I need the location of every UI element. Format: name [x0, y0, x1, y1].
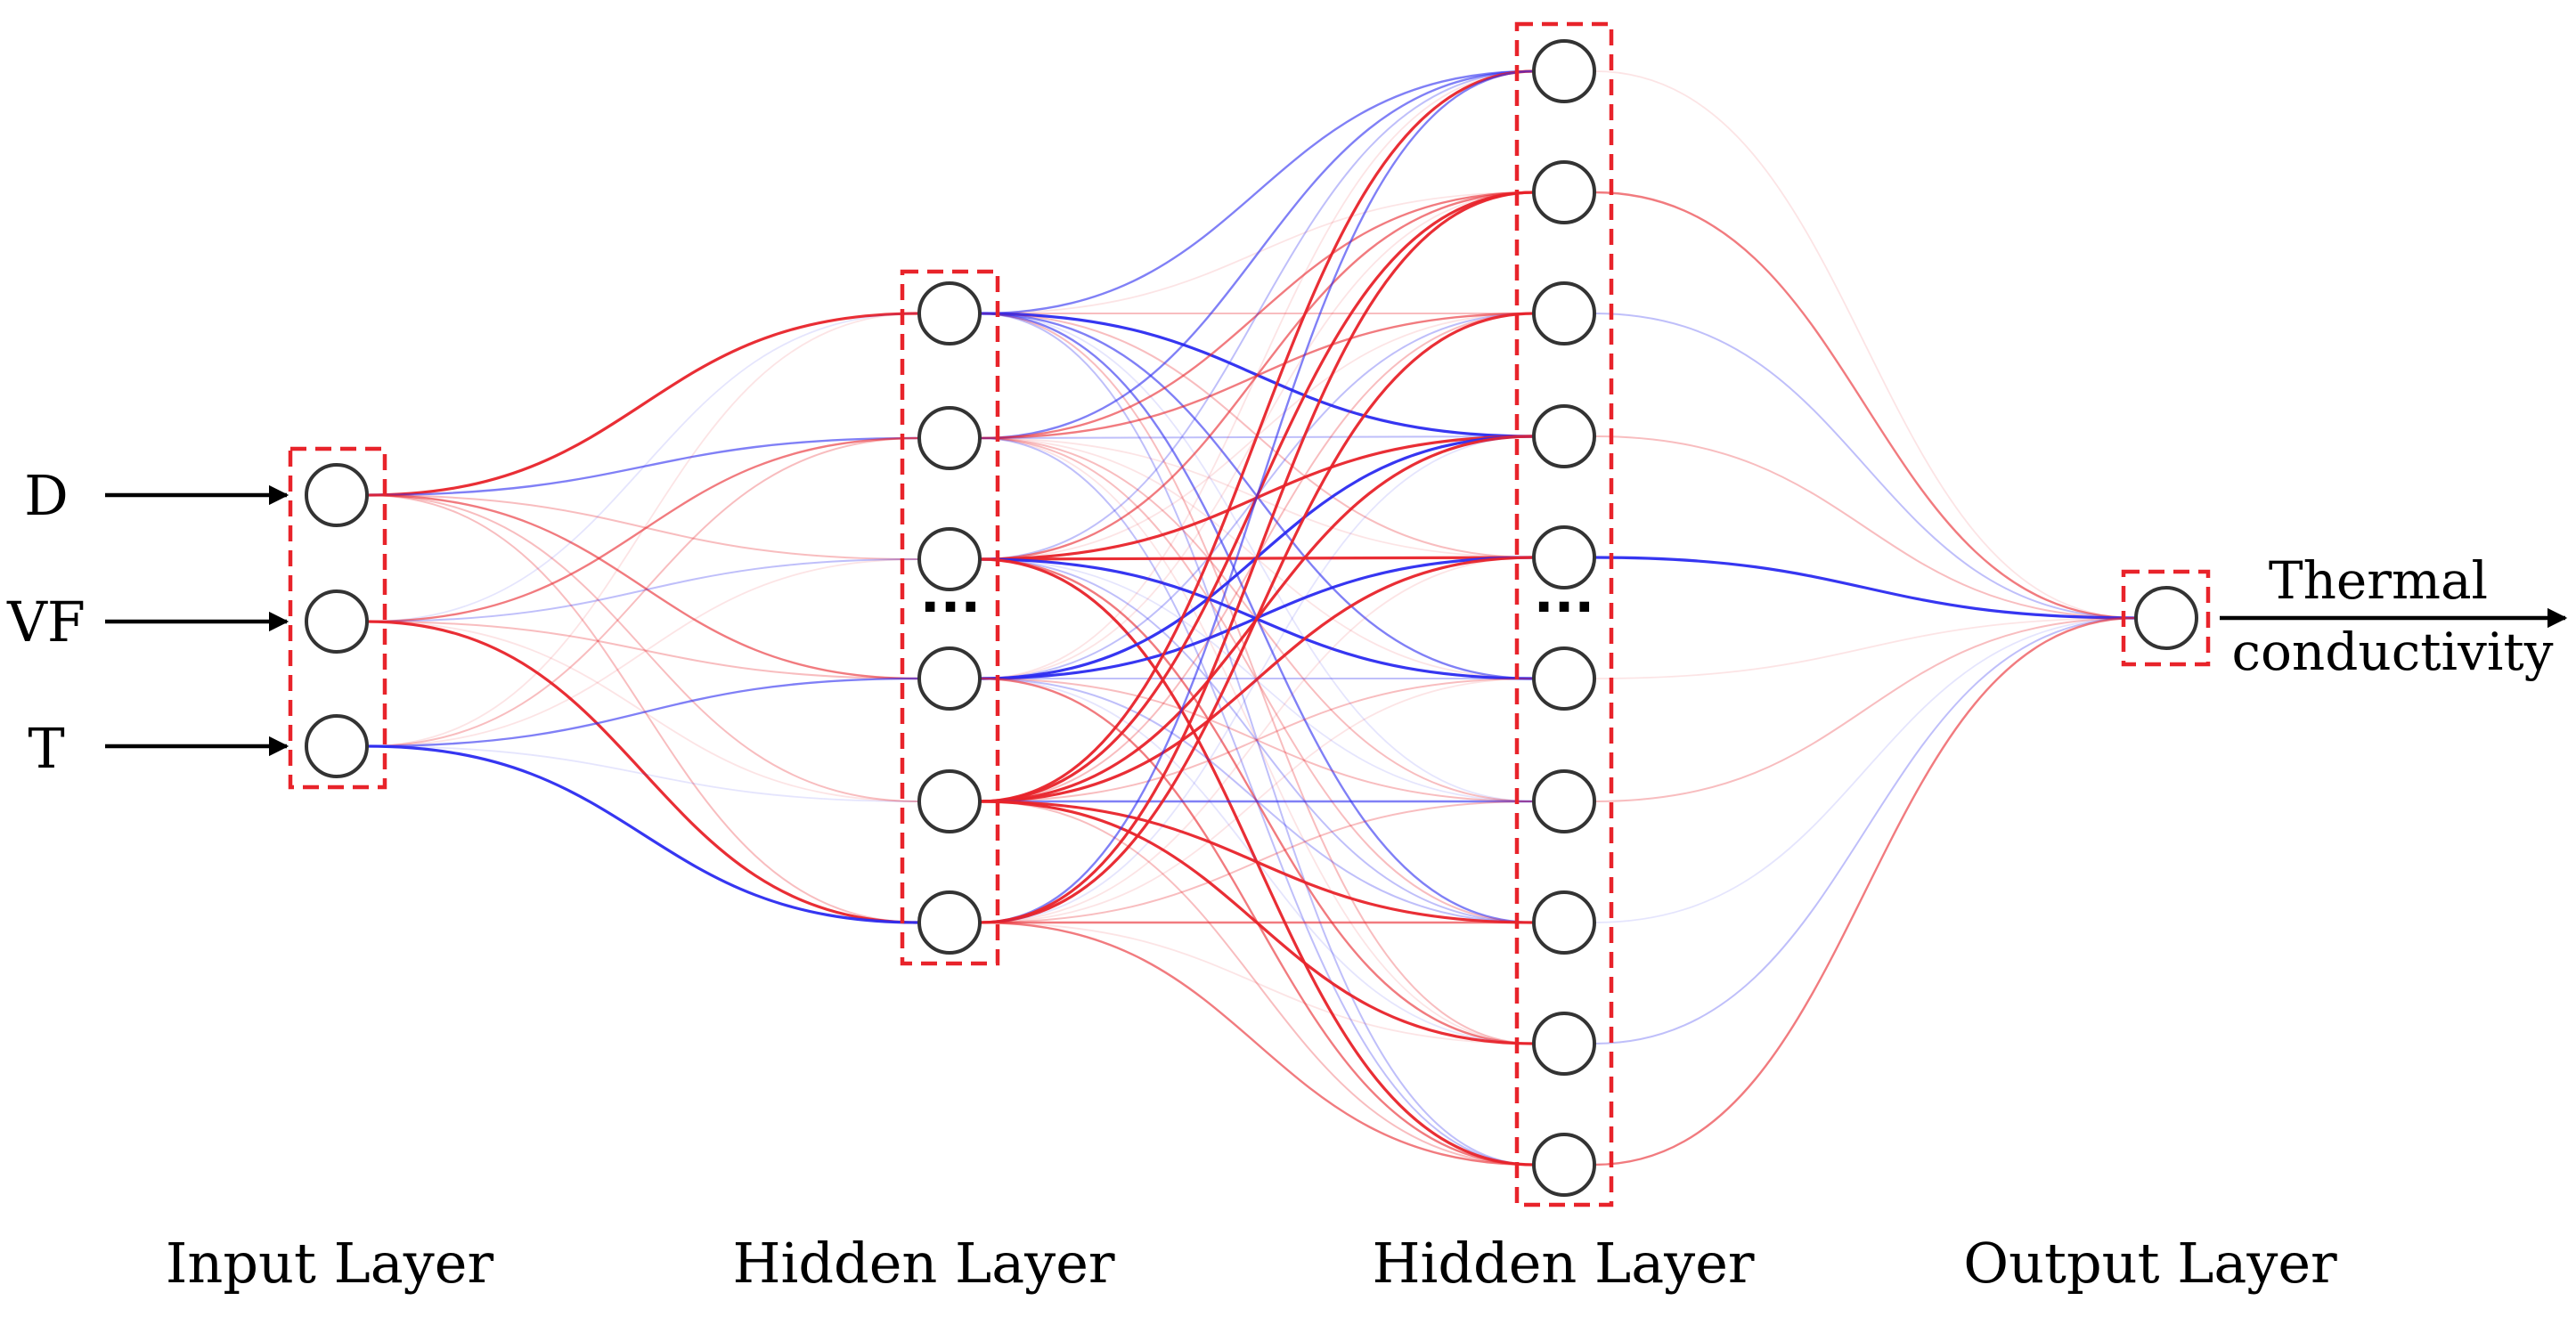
neuron-hidden-2-3 [1532, 281, 1596, 346]
connection-weights [366, 69, 2137, 1167]
neuron-hidden-1-5 [917, 769, 982, 833]
neuron-hidden-1-1 [917, 281, 982, 346]
output-label-line2: conductivity [2232, 622, 2554, 682]
edge-l2-n2-to-n0 [1594, 313, 2137, 619]
edge-l1-n5-to-n0 [979, 69, 1535, 924]
neuron-input-1 [305, 463, 369, 527]
edge-l1-n0-to-n9 [979, 313, 1535, 1166]
edge-l1-n3-to-n0 [979, 70, 1535, 679]
edge-l1-n5-to-n9 [979, 921, 1535, 1167]
neuron-hidden-1-2 [917, 406, 982, 470]
hidden-layer-1-box [900, 269, 1000, 966]
edge-l0-n0-to-n2 [366, 494, 920, 560]
edge-l2-n8-to-n0 [1594, 617, 2137, 1045]
edge-l1-n1-to-n0 [979, 69, 1535, 440]
neuron-hidden-2-6 [1532, 646, 1596, 711]
neuron-hidden-1-3 [917, 527, 982, 591]
edge-l1-n5-to-n1 [979, 191, 1535, 924]
input-label-t: T [28, 716, 64, 781]
edge-l1-n3-to-n6 [979, 678, 1535, 802]
edge-l1-n5-to-n3 [979, 435, 1535, 923]
input-arrows [105, 484, 289, 757]
edge-l1-n5-to-n8 [979, 922, 1535, 1045]
edge-l2-n3-to-n0 [1594, 435, 2137, 619]
neuron-hidden-2-7 [1532, 769, 1596, 833]
edge-l1-n2-to-n1 [979, 191, 1535, 561]
edge-l1-n0-to-n0 [979, 69, 1535, 315]
edge-l1-n1-to-n1 [979, 191, 1535, 440]
edge-l1-n4-to-n9 [979, 801, 1535, 1166]
edge-l2-n7-to-n0 [1594, 617, 2137, 923]
edge-l2-n6-to-n0 [1594, 617, 2137, 802]
edge-l1-n4-to-n7 [979, 800, 1535, 924]
edge-l0-n2-to-n3 [366, 677, 920, 748]
input-label-vf: VF [6, 589, 86, 654]
edge-l0-n2-to-n0 [366, 313, 920, 747]
edge-l0-n2-to-n1 [366, 437, 920, 747]
edge-l0-n1-to-n1 [366, 436, 920, 623]
edge-l1-n4-to-n4 [979, 556, 1535, 803]
neuron-hidden-2-9 [1532, 1012, 1596, 1076]
edge-l2-n0-to-n0 [1594, 70, 2137, 619]
hidden-layer-2-box [1514, 21, 1614, 1207]
edge-l0-n2-to-n4 [366, 745, 920, 802]
edge-l2-n9-to-n0 [1594, 616, 2137, 1167]
edge-l0-n0-to-n5 [366, 494, 920, 923]
edge-l0-n2-to-n2 [366, 558, 920, 747]
edge-l0-n1-to-n0 [366, 313, 920, 622]
edge-l2-n4-to-n0 [1594, 556, 2137, 620]
edge-l0-n1-to-n2 [366, 558, 920, 622]
neuron-hidden-2-5 [1532, 525, 1596, 589]
neuron-hidden-2-1 [1532, 39, 1596, 103]
edge-l1-n5-to-n4 [979, 557, 1535, 923]
layer-label-hidden-1: Hidden Layer [732, 1231, 1114, 1296]
edge-l1-n5-to-n5 [979, 678, 1535, 923]
edge-l1-n5-to-n6 [979, 801, 1535, 923]
neuron-hidden-2-8 [1532, 890, 1596, 955]
edge-l0-n0-to-n4 [366, 494, 920, 802]
input-label-d: D [24, 463, 69, 528]
edge-l0-n1-to-n3 [366, 621, 920, 679]
edge-l0-n0-to-n3 [366, 493, 920, 680]
neuron-input-3 [305, 714, 369, 778]
edge-l2-n1-to-n0 [1594, 191, 2137, 620]
neuron-hidden-2-10 [1532, 1133, 1596, 1197]
neuron-input-2 [305, 589, 369, 654]
layer-label-hidden-2: Hidden Layer [1372, 1231, 1754, 1296]
hidden-layer-1-ellipsis: ··· [920, 576, 981, 638]
neuron-hidden-1-4 [917, 646, 982, 711]
edge-l0-n2-to-n5 [366, 744, 920, 924]
edge-l0-n1-to-n5 [366, 620, 920, 924]
neuron-hidden-2-4 [1532, 404, 1596, 468]
input-layer-box [288, 446, 387, 790]
layer-label-input: Input Layer [166, 1231, 494, 1296]
neuron-hidden-1-6 [917, 890, 982, 955]
edge-l2-n5-to-n0 [1594, 617, 2137, 679]
output-layer-box [2121, 569, 2211, 667]
neurons [305, 39, 2198, 1197]
neuron-output-1 [2134, 586, 2198, 650]
edge-l1-n4-to-n0 [979, 69, 1535, 803]
hidden-layer-2-ellipsis: ··· [1534, 576, 1594, 638]
edge-l1-n2-to-n0 [979, 70, 1535, 560]
edge-l1-n4-to-n5 [979, 678, 1535, 802]
edge-l0-n0-to-n1 [366, 436, 920, 497]
edge-l0-n0-to-n0 [366, 312, 920, 497]
output-label-line1: Thermal [2269, 550, 2488, 611]
edge-l1-n2-to-n7 [979, 558, 1535, 923]
edge-l1-n5-to-n2 [979, 312, 1535, 924]
layer-label-output: Output Layer [1963, 1231, 2337, 1296]
edge-l1-n1-to-n8 [979, 437, 1535, 1045]
neuron-hidden-2-2 [1532, 160, 1596, 224]
edge-l1-n0-to-n1 [979, 191, 1535, 314]
